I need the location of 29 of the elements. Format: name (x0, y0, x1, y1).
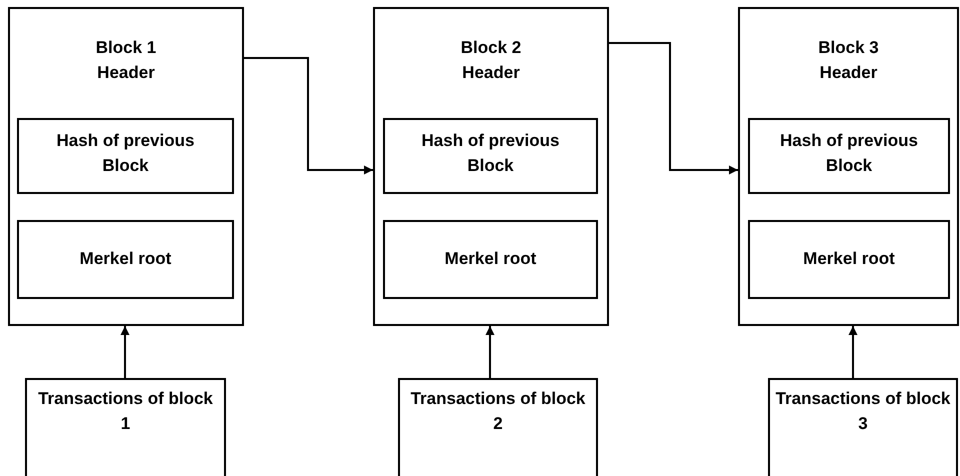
block-box (8, 7, 244, 326)
arrow (120, 326, 130, 378)
field-box (383, 220, 598, 299)
field-box (383, 118, 598, 194)
field-box (748, 118, 950, 194)
block-header-label: Block 2 Header (460, 37, 522, 84)
box-label: Hash of previous Block (56, 130, 196, 177)
arrow (486, 326, 494, 378)
block-box (738, 7, 959, 326)
block-header-label: Block 1 Header (94, 37, 158, 84)
transactions-box (25, 378, 226, 476)
box-label: Merkel root (444, 248, 538, 270)
box-label: Transactions of block 1 (38, 388, 213, 435)
arrow (848, 326, 858, 378)
box-label: Transactions of block 3 (776, 388, 950, 435)
field-box (17, 220, 234, 299)
box-label: Hash of previous Block (420, 130, 560, 177)
box-label: Merkel root (78, 248, 172, 270)
block-header-label: Block 3 Header (817, 37, 880, 84)
arrow (609, 42, 738, 174)
arrow (244, 57, 373, 174)
block-box (373, 7, 609, 326)
box-label: Hash of previous Block (779, 130, 919, 177)
field-box (748, 220, 950, 299)
transactions-box (768, 378, 958, 476)
box-label: Merkel root (802, 248, 896, 270)
box-label: Transactions of block 2 (410, 388, 586, 435)
field-box (17, 118, 234, 194)
transactions-box (398, 378, 598, 476)
